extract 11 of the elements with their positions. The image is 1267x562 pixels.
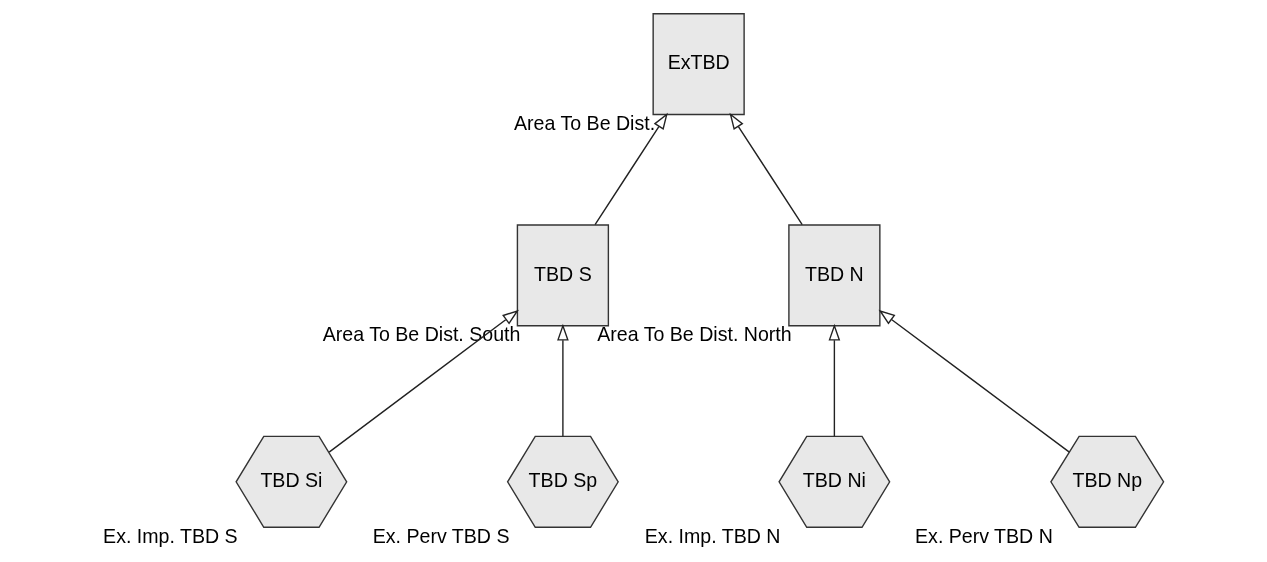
node-box: TBD N [787,224,881,327]
node-box: ExTBD [651,13,745,116]
arrow [828,323,840,437]
arrow [878,309,1070,453]
arrow [327,309,519,453]
node-label: Ex. Perv TBD S [372,524,509,547]
arrow [728,112,803,226]
node-box: TBD S [516,224,609,327]
arrow [556,323,569,437]
node-label: Ex. Imp. TBD N [644,524,780,547]
arrow [593,112,668,226]
